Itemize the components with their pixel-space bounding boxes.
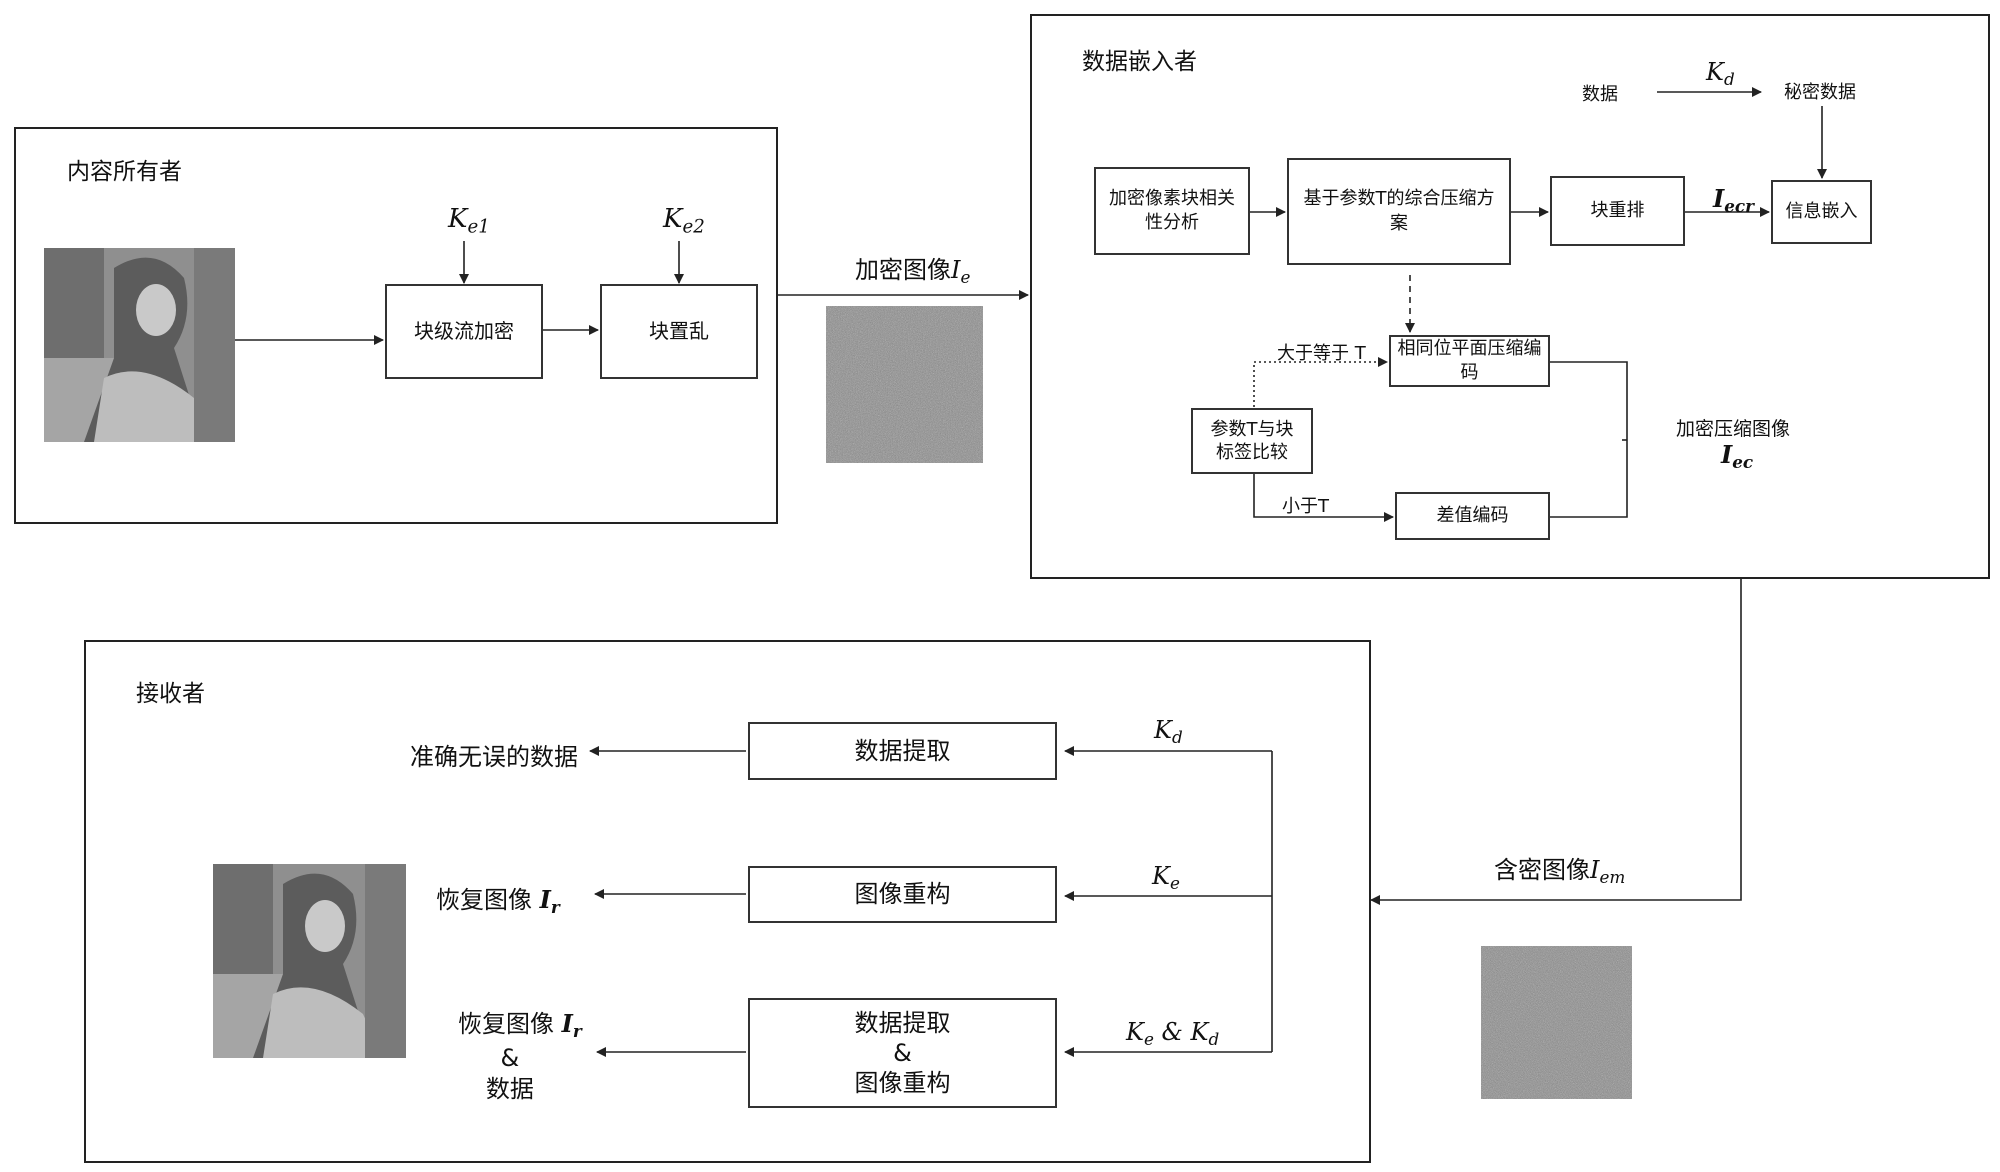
both-box-line-1: 数据提取 — [854, 1009, 951, 1037]
info-embed-box: 信息嵌入 — [1771, 180, 1872, 244]
compression-line-2: 案 — [1390, 212, 1408, 234]
image-reconstruct-box: 图像重构 — [748, 866, 1057, 923]
receiver-title: 接收者 — [136, 681, 205, 707]
marked-image-noise — [1481, 946, 1632, 1099]
info-embed-label: 信息嵌入 — [1785, 200, 1858, 222]
diff-coding-label: 差值编码 — [1436, 504, 1509, 526]
block-rearrange-box: 块重排 — [1550, 176, 1685, 246]
correlation-line-1: 加密像素块相关 — [1109, 187, 1235, 209]
threshold-compare-box: 参数T与块标签比较 — [1191, 408, 1313, 474]
compression-line-1: 基于参数T的综合压缩方 — [1303, 188, 1495, 210]
secret-data-label: 秘密数据 — [1784, 82, 1856, 103]
block-stream-encrypt-label: 块级流加密 — [414, 319, 514, 343]
block-rearrange-label: 块重排 — [1590, 199, 1645, 221]
iec-label: Iec — [1721, 440, 1754, 473]
recover-and-data-label: 恢复图像 Ir & 数据 — [458, 1008, 582, 1105]
owner-title: 内容所有者 — [67, 159, 182, 185]
embedder-title: 数据嵌入者 — [1082, 49, 1197, 75]
correlation-line-2: 性分析 — [1145, 212, 1199, 233]
block-stream-encrypt-box: 块级流加密 — [385, 284, 543, 379]
key-ke2: Ke2 — [663, 204, 705, 238]
accurate-data-label: 准确无误的数据 — [410, 743, 578, 771]
recover-and-data-line-2: & — [500, 1043, 520, 1072]
compression-scheme-box: 基于参数T的综合压缩方案 — [1287, 158, 1511, 265]
recovered-image-placeholder — [213, 864, 406, 1058]
recover-image-label: 恢复图像 Ir — [436, 885, 560, 918]
data-label: 数据 — [1582, 84, 1618, 105]
diff-coding-box: 差值编码 — [1395, 492, 1550, 540]
compare-line-1: 参数T与块 — [1210, 418, 1294, 440]
encrypted-image-label: 加密图像Ie — [855, 256, 971, 288]
encrypted-image-noise — [826, 306, 983, 463]
iecr-label: Iecr — [1713, 184, 1754, 217]
key-kd-embed: Kd — [1706, 58, 1735, 90]
image-reconstruct-label: 图像重构 — [854, 880, 951, 909]
key-ke-kd-receiver: Ke & Kd — [1126, 1018, 1220, 1050]
original-image-placeholder — [44, 248, 235, 442]
both-box-line-3: 图像重构 — [854, 1069, 951, 1097]
data-embedder-panel — [1030, 14, 1990, 579]
key-kd-receiver: Kd — [1154, 716, 1183, 748]
compressed-image-label: 加密压缩图像 — [1676, 418, 1791, 440]
key-ke1: Ke1 — [448, 204, 490, 238]
block-scramble-box: 块置乱 — [600, 284, 758, 379]
correlation-analysis-box: 加密像素块相关性分析 — [1094, 167, 1250, 255]
data-extract-box: 数据提取 — [748, 722, 1057, 780]
recover-and-data-line-3: 数据 — [485, 1075, 534, 1104]
both-box-line-2: & — [893, 1039, 912, 1067]
marked-image-label: 含密图像Iem — [1494, 856, 1626, 888]
compare-line-2: 标签比较 — [1216, 442, 1288, 463]
ge-t-label: 大于等于 T — [1277, 343, 1366, 364]
bitplane-coding-label: 相同位平面压缩编码 — [1397, 337, 1542, 383]
block-scramble-label: 块置乱 — [649, 319, 709, 343]
extract-and-reconstruct-box: 数据提取&图像重构 — [748, 998, 1057, 1108]
key-ke-receiver: Ke — [1152, 862, 1180, 894]
bitplane-coding-box: 相同位平面压缩编码 — [1389, 335, 1550, 387]
recover-and-data-line-1: 恢复图像 Ir — [458, 1009, 582, 1042]
data-extract-label: 数据提取 — [854, 736, 951, 765]
lt-t-label: 小于T — [1282, 496, 1329, 517]
